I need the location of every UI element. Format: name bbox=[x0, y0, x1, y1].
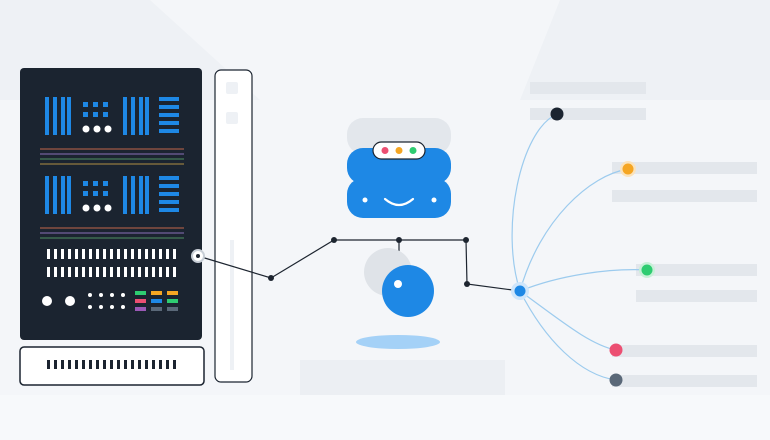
rack-divider-lines-bottom bbox=[40, 227, 184, 239]
server-rack-body bbox=[20, 68, 202, 340]
network-hub-icon bbox=[511, 282, 529, 300]
orb-shadow bbox=[356, 335, 440, 349]
rack-vent-rows bbox=[47, 249, 176, 277]
smile-icon bbox=[383, 197, 415, 207]
background-bottom bbox=[0, 395, 770, 440]
server-rack-icon bbox=[20, 68, 202, 340]
rack-base-panel bbox=[19, 346, 205, 386]
light-link-lines bbox=[511, 113, 648, 381]
server-stack-icon bbox=[347, 118, 451, 218]
rack-divider-lines-top bbox=[40, 148, 184, 165]
background-plane-right bbox=[520, 0, 770, 100]
rack-module-middle bbox=[45, 176, 179, 214]
endpoint-node-red bbox=[609, 343, 623, 357]
endpoint-node-dark bbox=[550, 107, 564, 121]
endpoint-node-green bbox=[641, 264, 653, 276]
orb-icon bbox=[356, 248, 440, 349]
status-light-green bbox=[409, 147, 417, 154]
rack-module-top bbox=[45, 97, 179, 135]
status-light-red bbox=[381, 147, 389, 154]
dark-link-nodes bbox=[268, 237, 470, 287]
placeholder-bars bbox=[530, 82, 757, 387]
endpoint-node-slate bbox=[609, 373, 623, 387]
endpoint-node-orange bbox=[622, 163, 634, 175]
rack-indicator-lights bbox=[42, 291, 178, 311]
status-light-orange bbox=[395, 147, 403, 154]
side-panel bbox=[214, 69, 253, 383]
